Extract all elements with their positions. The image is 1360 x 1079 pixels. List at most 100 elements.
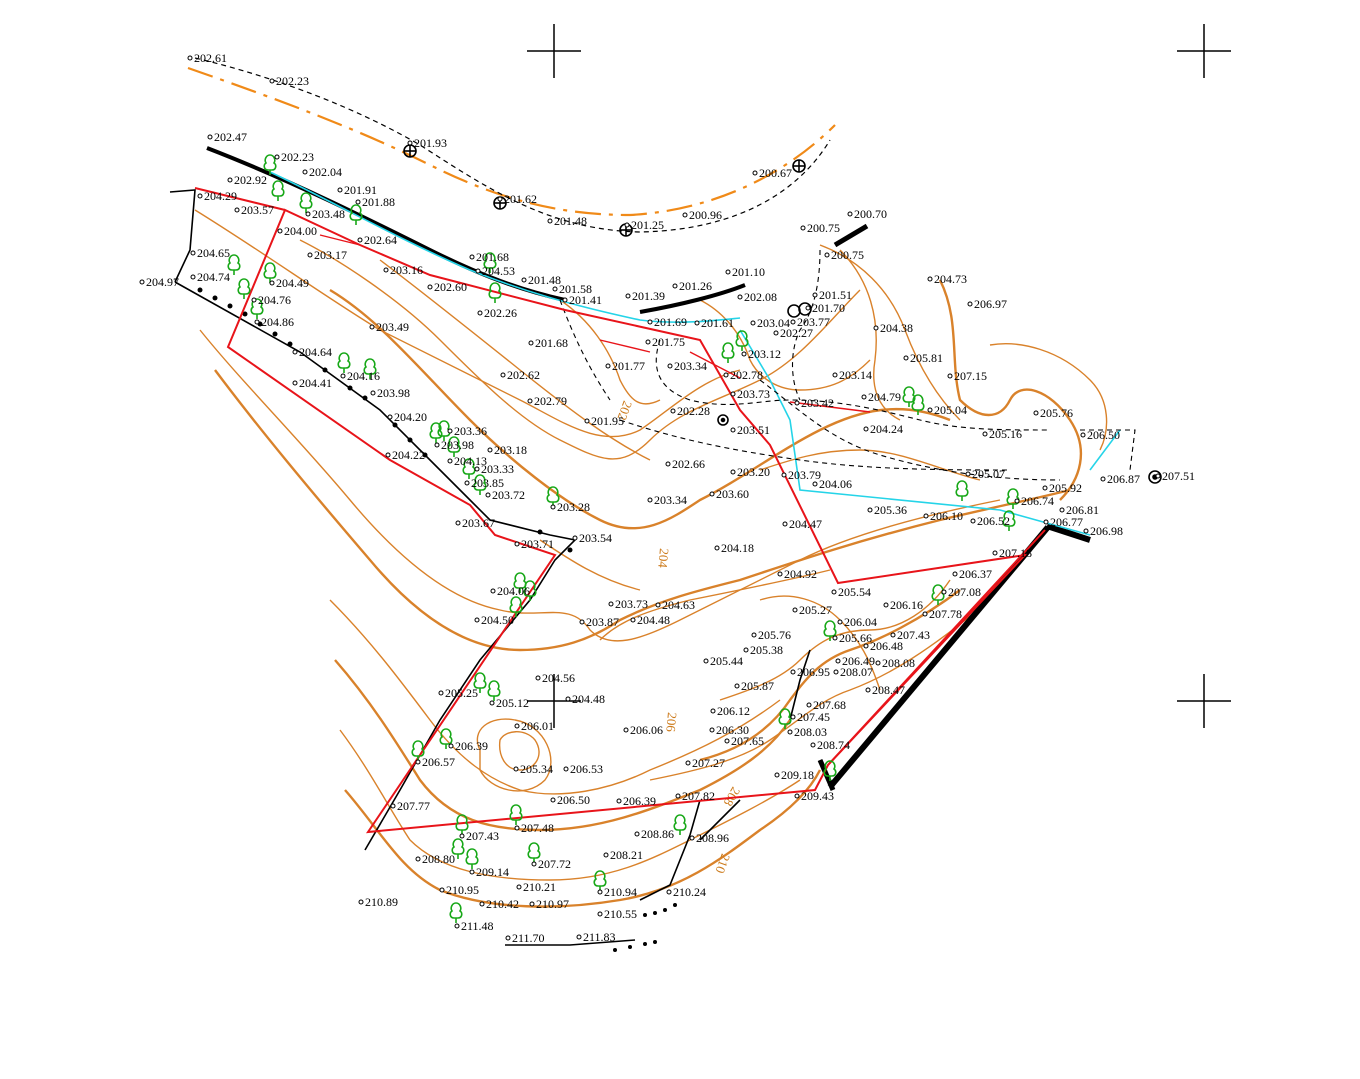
tree-icon [271, 180, 285, 201]
tree-icon [473, 672, 487, 693]
spot-elevation-label: 203.54 [579, 531, 612, 545]
spot-elevation-label: 205.25 [445, 686, 478, 700]
spot-elevation: 207.72 [531, 857, 571, 871]
spot-elevation: 204.00 [277, 224, 317, 238]
spot-point [645, 339, 651, 345]
spot-elevation: 204.38 [873, 321, 913, 335]
spot-elevation-label: 202.64 [364, 233, 397, 247]
spot-elevation-label: 203.57 [241, 203, 274, 217]
spot-point [682, 212, 688, 218]
spot-elevation-label: 206.74 [1021, 494, 1054, 508]
spot-point [227, 177, 233, 183]
spot-elevation: 210.94 [597, 885, 637, 899]
tree-icon [263, 154, 277, 175]
spot-point [274, 154, 280, 160]
spot-point [737, 294, 743, 300]
spot-point [625, 293, 631, 299]
spot-elevation-label: 204.65 [197, 246, 230, 260]
spot-point [1014, 498, 1020, 504]
spot-elevation: 202.23 [274, 150, 314, 164]
spot-elevation: 208.96 [689, 831, 729, 845]
spot-elevation: 206.50 [550, 793, 590, 807]
spot-point [750, 320, 756, 326]
spot-elevation: 204.64 [292, 345, 332, 359]
spot-point [710, 708, 716, 714]
tree-icon [447, 436, 461, 457]
spot-elevation: 202.78 [723, 368, 763, 382]
spot-elevation-label: 209.14 [476, 865, 509, 879]
road-centerline [187, 66, 836, 217]
tree-icon [911, 394, 925, 415]
spot-elevation: 208.47 [865, 683, 905, 697]
spot-elevation-label: 206.95 [797, 665, 830, 679]
spot-elevation: 206.12 [710, 704, 750, 718]
spot-point [1080, 432, 1086, 438]
spot-elevation: 200.67 [752, 166, 792, 180]
spot-elevation-label: 201.88 [362, 195, 395, 209]
spot-point [292, 380, 298, 386]
spot-point [1042, 485, 1048, 491]
spot-point [357, 237, 363, 243]
spot-point [1155, 473, 1161, 479]
spot-elevation-label: 205.36 [874, 503, 907, 517]
spot-elevation-label: 204.00 [284, 224, 317, 238]
spot-elevation: 203.85 [464, 476, 504, 490]
spot-elevation: 204.79 [861, 390, 901, 404]
spot-elevation-label: 205.04 [934, 403, 967, 417]
spot-elevation-label: 203.49 [376, 320, 409, 334]
spot-elevation-label: 205.76 [1040, 406, 1073, 420]
spot-elevation: 204.13 [447, 454, 487, 468]
spot-elevation-label: 201.10 [732, 265, 765, 279]
spot-elevation-label: 207.72 [538, 857, 571, 871]
spot-elevation: 204.86 [254, 315, 294, 329]
spot-elevation-label: 205.81 [910, 351, 943, 365]
spot-elevation: 206.04 [837, 615, 877, 629]
spot-elevation: 208.74 [810, 738, 850, 752]
spot-point [616, 798, 622, 804]
spot-point [666, 889, 672, 895]
spot-elevation-label: 206.77 [1050, 515, 1083, 529]
spot-elevation: 206.39 [448, 739, 488, 753]
spot-elevation: 203.51 [730, 423, 770, 437]
spot-point [634, 831, 640, 837]
tree-icon [429, 422, 443, 443]
spot-point [447, 428, 453, 434]
spot-elevation: 207.68 [806, 698, 846, 712]
spot-point [438, 690, 444, 696]
spot-point [500, 372, 506, 378]
spot-elevation-label: 208.07 [840, 665, 873, 679]
spot-point [387, 414, 393, 420]
spot-point [514, 825, 520, 831]
spot-elevation-label: 204.49 [276, 276, 309, 290]
spot-point [714, 545, 720, 551]
spot-point [947, 373, 953, 379]
tree-icon [721, 342, 735, 363]
spot-elevation: 202.60 [427, 280, 467, 294]
spot-elevation-label: 207.18 [999, 546, 1032, 560]
spot-point [475, 268, 481, 274]
spot-elevation-label: 204.20 [394, 410, 427, 424]
spot-elevation: 203.87 [579, 615, 619, 629]
spot-elevation-label: 208.08 [882, 656, 915, 670]
spot-elevation-label: 200.70 [854, 207, 887, 221]
spot-elevation: 204.24 [863, 422, 903, 436]
spot-elevation: 203.17 [307, 248, 347, 262]
spot-elevation-label: 204.47 [789, 517, 822, 531]
spot-elevation: 207.48 [514, 821, 554, 835]
spot-elevation-label: 207.08 [948, 585, 981, 599]
spot-point [790, 669, 796, 675]
tree-icon [227, 254, 241, 275]
spot-elevation-label: 203.51 [737, 423, 770, 437]
spot-point [655, 602, 661, 608]
tree-icon [462, 458, 476, 479]
spot-elevation: 201.51 [812, 288, 852, 302]
spot-point [724, 738, 730, 744]
spot-elevation: 207.77 [390, 799, 430, 813]
spot-elevation-label: 203.17 [314, 248, 347, 262]
spot-point [709, 727, 715, 733]
spot-elevation-label: 204.56 [542, 671, 575, 685]
spot-point [487, 447, 493, 453]
spot-elevation: 206.48 [863, 639, 903, 653]
spot-point [833, 669, 839, 675]
spot-point [355, 199, 361, 205]
